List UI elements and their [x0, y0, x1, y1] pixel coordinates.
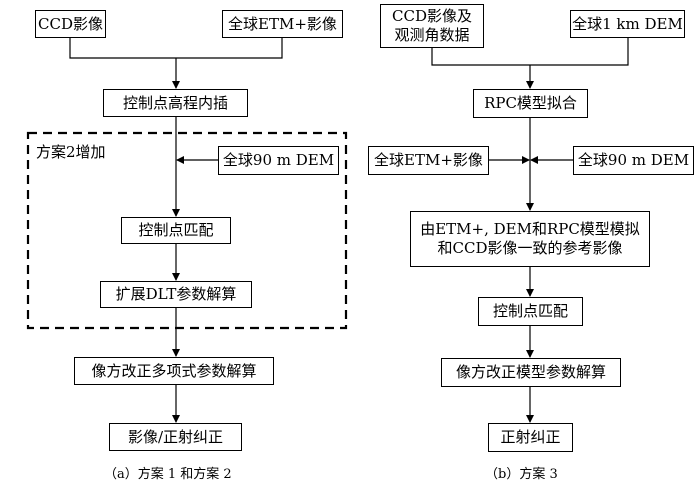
global-1km-dem-box: 全球1 km DEM [570, 10, 685, 38]
image-space-poly-solving-box: 像方改正多项式参数解算 [74, 357, 274, 385]
caption-b: （b）方案 3 [485, 467, 558, 482]
global-etm-image-text-b: 全球ETM+影像 [374, 151, 483, 169]
ccd-image-box: CCD影像 [35, 10, 106, 38]
control-point-elevation-interp-text: 控制点高程内插 [122, 93, 228, 112]
merge-line-a [69, 38, 283, 59]
global-90m-dem-text-a: 全球90 m DEM [222, 151, 335, 169]
rpc-model-fitting-box: RPC模型拟合 [473, 89, 588, 118]
ortho-correction-text: 正射纠正 [500, 428, 561, 446]
control-point-matching-box-a: 控制点匹配 [121, 217, 231, 244]
control-point-matching-text-a: 控制点匹配 [138, 221, 214, 239]
ortho-correction-box: 正射纠正 [488, 423, 573, 452]
global-90m-dem-text-b: 全球90 m DEM [577, 151, 690, 169]
global-1km-dem-text: 全球1 km DEM [572, 14, 683, 33]
image-ortho-correction-box: 影像/正射纠正 [109, 423, 242, 451]
scheme2-addition-label: 方案2增加 [36, 143, 106, 161]
control-point-matching-text-b: 控制点匹配 [492, 302, 568, 320]
global-90m-dem-box-b: 全球90 m DEM [573, 146, 694, 175]
rpc-model-fitting-text: RPC模型拟合 [484, 94, 577, 112]
reference-image-simulation-text: 由ETM+, DEM和RPC模型模拟 和CCD影像一致的参考影像 [420, 220, 640, 257]
global-etm-image-box-b: 全球ETM+影像 [368, 146, 489, 175]
control-point-matching-box-b: 控制点匹配 [478, 297, 583, 326]
extended-dlt-solving-box: 扩展DLT参数解算 [100, 281, 252, 308]
image-ortho-correction-text: 影像/正射纠正 [127, 427, 224, 446]
image-space-poly-solving-text: 像方改正多项式参数解算 [91, 361, 257, 380]
scheme2-dashed-region [26, 131, 348, 330]
ccd-image-text: CCD影像 [38, 14, 103, 33]
global-etm-image-box-a: 全球ETM+影像 [222, 10, 343, 38]
image-space-model-solving-box: 像方改正模型参数解算 [441, 358, 621, 387]
reference-image-simulation-box: 由ETM+, DEM和RPC模型模拟 和CCD影像一致的参考影像 [410, 211, 650, 267]
ccd-image-and-angle-data-text: CCD影像及 观测角数据 [392, 7, 472, 44]
caption-a: （a）方案 1 和方案 2 [104, 467, 232, 482]
image-space-model-solving-text: 像方改正模型参数解算 [455, 363, 606, 381]
global-90m-dem-box-a: 全球90 m DEM [218, 146, 339, 175]
control-point-elevation-interp-box: 控制点高程内插 [103, 89, 248, 117]
extended-dlt-solving-text: 扩展DLT参数解算 [115, 285, 237, 303]
ccd-image-and-angle-data-box: CCD影像及 观测角数据 [380, 4, 484, 48]
global-etm-image-text-a: 全球ETM+影像 [228, 14, 337, 33]
